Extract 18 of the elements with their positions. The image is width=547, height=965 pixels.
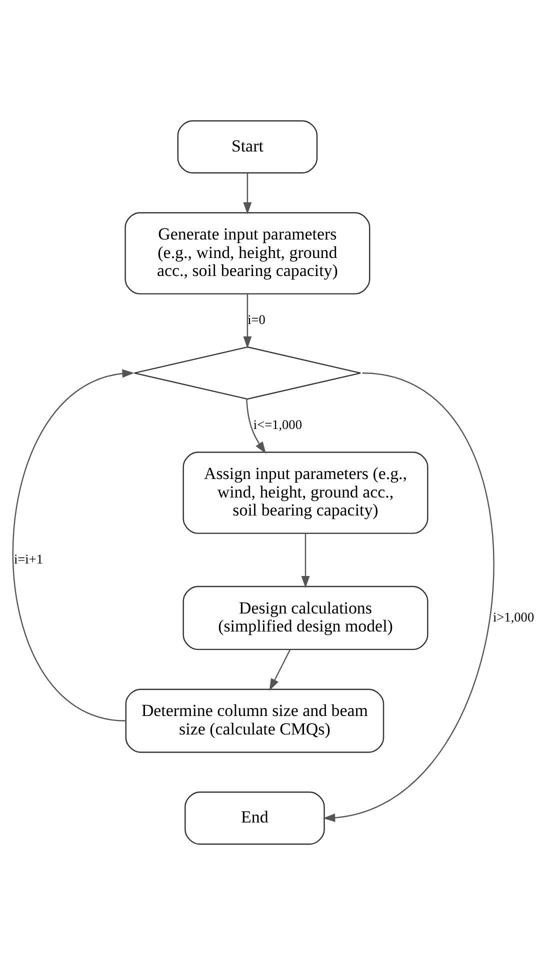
node-box: Assign input parameters (e.g., wind, height, ground acc., soil bearing capacity) [182, 452, 428, 534]
arrow [301, 534, 310, 588]
node-box: Generate input parameters (e.g., wind, height, ground acc., soil bearing capacity) [124, 212, 370, 294]
node-box: End [184, 792, 325, 845]
edge-label: i=0 [248, 312, 266, 327]
edge-label: i>1,000 [492, 609, 534, 624]
node-box: Start [177, 120, 318, 174]
edge-label: i=i+1 [14, 551, 44, 566]
arrow [246, 399, 266, 454]
arrow [243, 173, 252, 214]
arrow [12, 369, 134, 722]
node-diamond [134, 346, 362, 400]
arrow [323, 372, 494, 822]
arrow [269, 650, 291, 691]
edge-label: i<=1,000 [253, 417, 302, 432]
arrow [243, 294, 252, 349]
node-box: Design calculations (simplified design model) [182, 586, 428, 650]
node-box: Determine column size and beam size (calculate CMQs) [125, 688, 384, 753]
